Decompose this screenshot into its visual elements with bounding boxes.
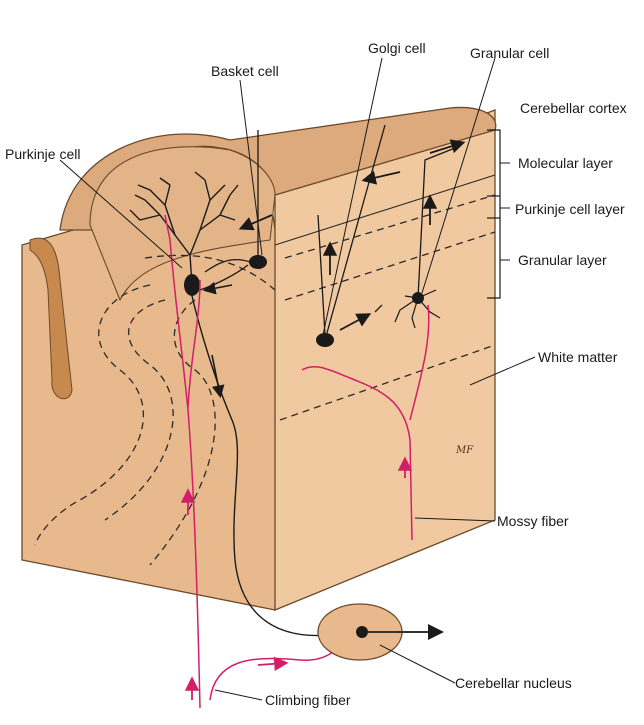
purkinje-soma [184, 274, 200, 296]
leader-lines [59, 57, 536, 701]
pia-line [274, 174, 496, 246]
layer-boundaries [34, 194, 496, 566]
purkinje-cell-layer-label: Purkinje cell layer [515, 201, 625, 217]
sulcus-fold [29, 237, 73, 400]
climbing-fiber-label: Climbing fiber [265, 692, 351, 708]
cerebellar-cortex-label: Cerebellar cortex [520, 100, 627, 116]
granular-neuron [394, 147, 456, 329]
granular-layer-label: Granular layer [518, 252, 607, 268]
purkinje-cell-label: Purkinje cell [5, 146, 81, 162]
golgi-cell-label: Golgi cell [368, 40, 426, 56]
granular-cell-label: Granular cell [470, 45, 550, 61]
molecular-layer-label: Molecular layer [518, 155, 613, 171]
basket-cell-label: Basket cell [211, 63, 279, 79]
layer-bracket [487, 129, 501, 299]
mossy-fiber [301, 304, 430, 541]
cerebellar-nucleus-label: Cerebellar nucleus [455, 675, 572, 691]
mossy-fiber-label: Mossy fiber [497, 513, 569, 529]
folium-section [89, 146, 276, 302]
purkinje-dendrites [129, 171, 239, 286]
purkinje-axon [191, 295, 331, 637]
white-matter-label: White matter [538, 349, 618, 365]
artist-signature: MF [456, 445, 474, 456]
